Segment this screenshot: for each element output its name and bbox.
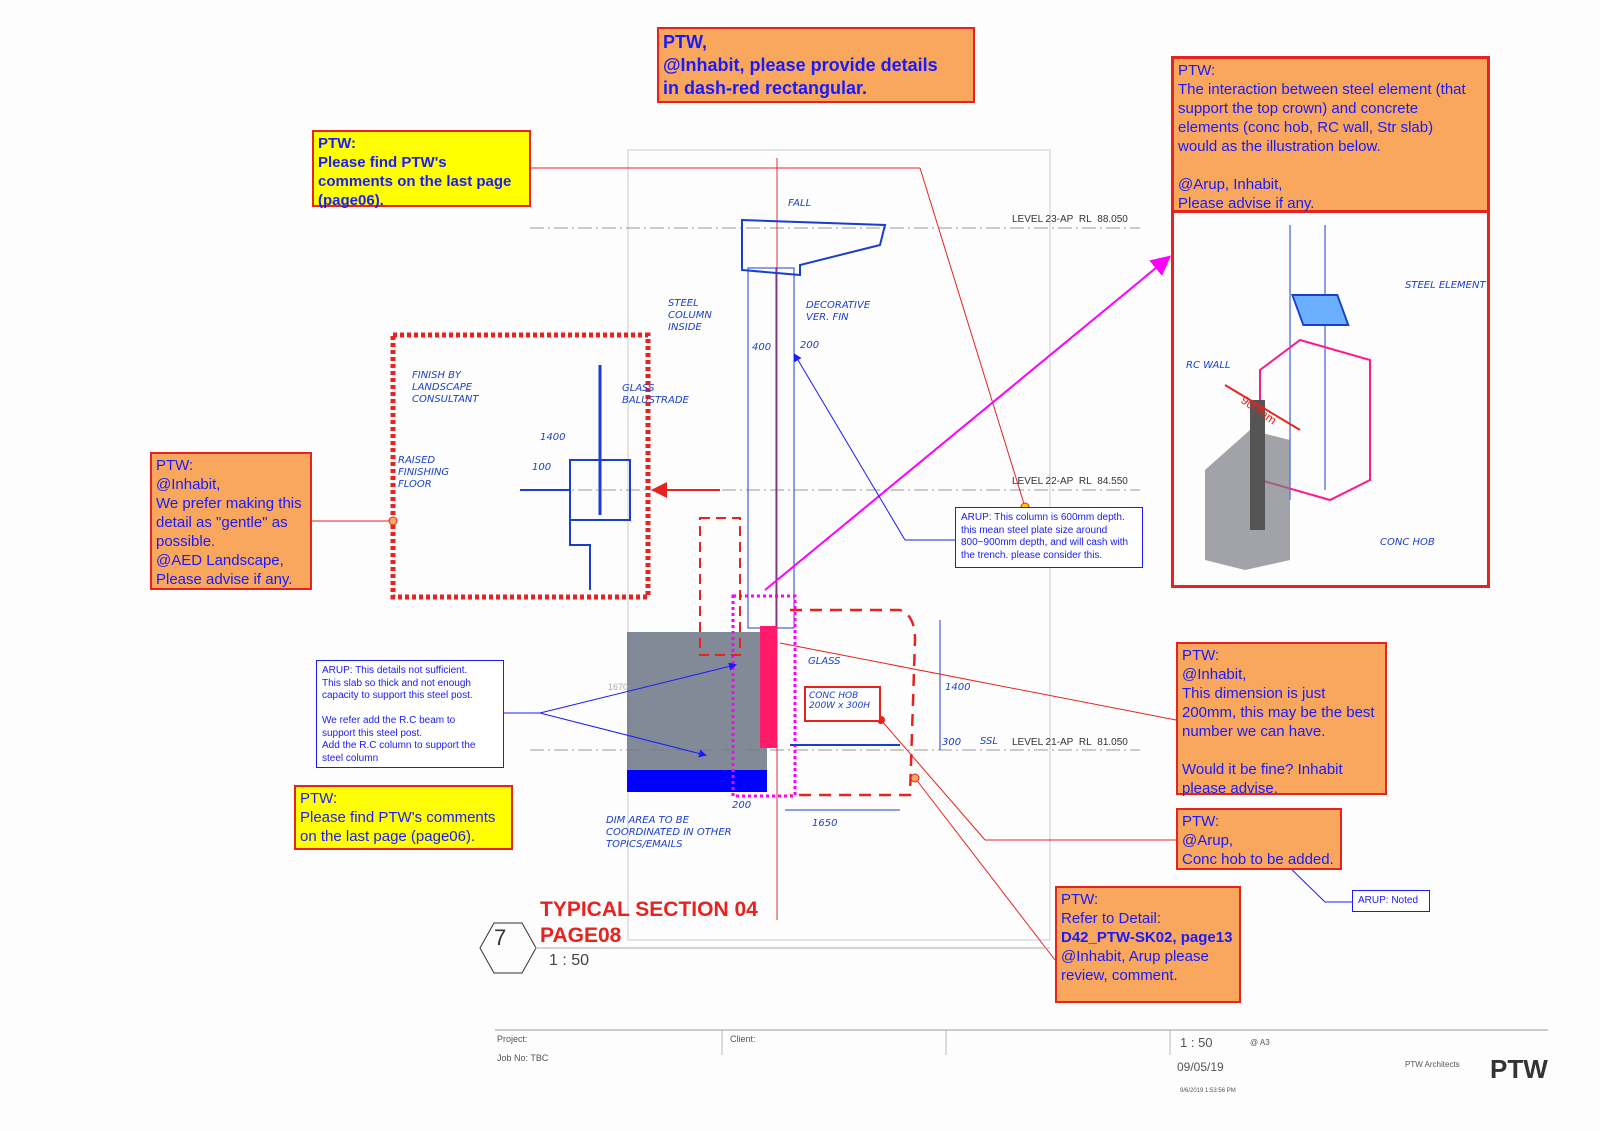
illustration-frame [1171,211,1490,588]
project-label: Project: [497,1034,528,1044]
label-rc-wall: RC WALL [1186,360,1230,371]
arup-column-note[interactable]: ARUP: This column is 600mm depth. this m… [955,507,1143,568]
label-fall: FALL [788,198,811,209]
label-ssl: SSL [980,736,998,747]
dimension-note[interactable]: PTW: @Inhabit, This dimension is just 20… [1176,642,1387,797]
label-raised-floor: RAISED FINISHING FLOOR [398,455,450,490]
label-finish-by-landscape: FINISH BY LANDSCAPE CONSULTANT [412,370,479,405]
ptw-logo: PTW [1490,1054,1548,1084]
label-steel-element: STEEL ELEMENT [1405,280,1486,291]
magenta-dotted-zone [731,594,797,798]
crown-sketch [741,218,887,277]
header-note[interactable]: PTW, @Inhabit, please provide details in… [657,27,975,103]
decorative-fin [775,267,795,629]
red-dash-upper [699,517,741,656]
yellow-note-bottom[interactable]: PTW: Please find PTW's comments on the l… [294,785,513,850]
section-title-line1: TYPICAL SECTION 04 [540,898,758,921]
client-label: Client: [730,1034,756,1044]
paper-size: @ A3 [1250,1038,1270,1047]
dim-200-b: 200 [732,800,751,811]
dim-100: 100 [532,462,551,473]
label-steel-column: STEEL COLUMN INSIDE [668,298,712,333]
slab-section [627,632,767,777]
dim-1400: 1400 [540,432,565,443]
job-number: Job No: TBC [497,1053,549,1063]
steel-post [760,626,777,748]
label-glass: GLASS [808,656,841,667]
steel-element-3d-illustration [1205,225,1371,570]
arup-noted-note[interactable]: ARUP: Noted [1352,890,1430,912]
label-decorative-fin: DECORATIVE VER. FIN [806,300,871,323]
firm-name: PTW Architects [1405,1060,1460,1069]
section-scale: 1 : 50 [549,952,590,969]
detail-reference: D42_PTW-SK02, page13 [1061,929,1233,946]
steel-column [747,267,777,629]
drawing-date: 09/05/19 [1177,1060,1224,1074]
dim-1400-b: 1400 [945,682,970,693]
section-number: 7 [494,925,507,950]
label-conc-hob-3d: CONC HOB [1380,537,1435,548]
conc-hob-note[interactable]: PTW: @Arup, Conc hob to be added. [1176,808,1342,870]
section-title-line2: PAGE08 [540,924,622,947]
dim-200: 200 [800,340,819,351]
refer-detail-intro: PTW: Refer to Detail: [1061,891,1162,927]
dim-1670: 1670 [608,682,628,692]
left-note[interactable]: PTW: @Inhabit, We prefer making this det… [150,452,312,590]
section-title: TYPICAL SECTION 04 PAGE08 [540,897,758,949]
red-dash-zone [790,608,917,797]
arup-details-note[interactable]: ARUP: This details not sufficient. This … [316,660,504,768]
level-22-label: LEVEL 22-AP RL 84.550 [1012,476,1128,487]
magenta-arrow [764,255,1172,591]
label-dim-area: DIM AREA TO BE COORDINATED IN OTHER TOPI… [606,815,732,850]
refer-detail-note[interactable]: PTW: Refer to Detail: D42_PTW-SK02, page1… [1055,886,1241,1003]
level-21-label: LEVEL 21-AP RL 81.050 [1012,737,1128,748]
rc-beam [627,770,767,792]
label-glass-balustrade: GLASS BALUSTRADE [622,383,689,406]
dim-400: 400 [752,342,771,353]
right-note[interactable]: PTW: The interaction between steel eleme… [1171,56,1490,213]
dim-1650: 1650 [812,818,837,829]
refer-detail-request: @Inhabit, Arup please review, comment. [1061,948,1209,984]
title-scale: 1 : 50 [1180,1035,1213,1050]
conc-hob-label: CONC HOB 200W x 300H [804,686,881,722]
yellow-note-top[interactable]: PTW: Please find PTW's comments on the l… [312,130,531,209]
detail-dashed-box [390,332,651,600]
level-23-label: LEVEL 23-AP RL 88.050 [1012,214,1128,225]
print-timestamp: 9/6/2019 1:53:56 PM [1180,1088,1236,1094]
dim-300: 300 [942,737,961,748]
section-hexagon [479,922,537,974]
